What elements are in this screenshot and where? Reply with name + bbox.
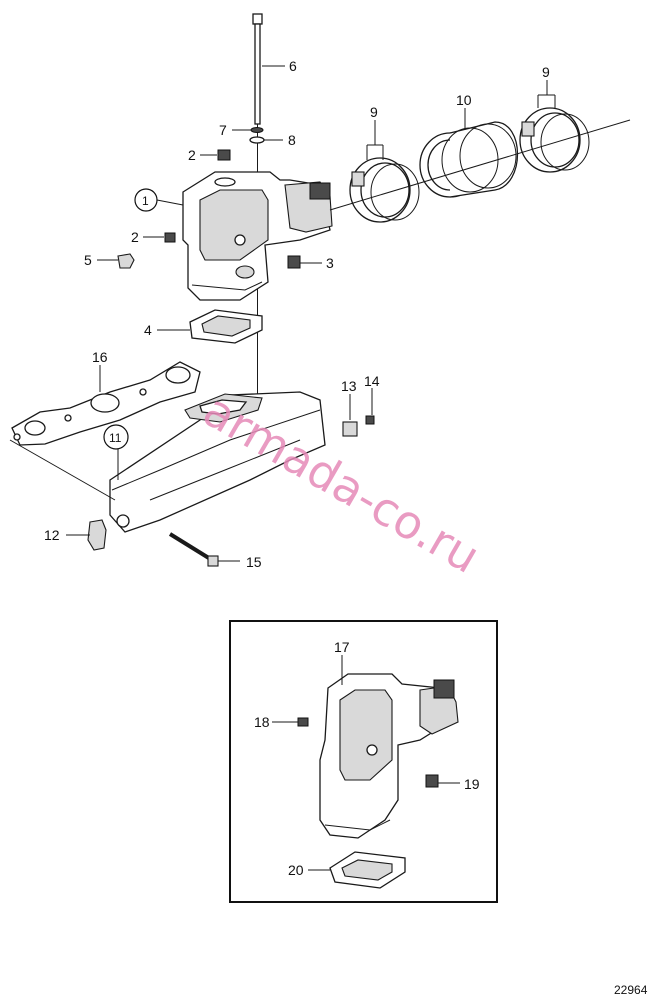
callout-9-left: 9 <box>370 104 378 120</box>
callout-12: 12 <box>44 527 60 543</box>
callout-18: 18 <box>254 714 270 730</box>
part-nipple-5 <box>117 253 135 269</box>
part-washer-8 <box>249 136 265 144</box>
part-clamp-9-left <box>349 157 420 223</box>
part-bolt-15 <box>168 532 219 567</box>
part-plug-18 <box>297 717 309 727</box>
callout-2-top: 2 <box>188 147 196 163</box>
callout-3: 3 <box>326 255 334 271</box>
part-elbow-12 <box>87 519 107 551</box>
part-plug-14 <box>365 415 375 425</box>
callout-17: 17 <box>334 639 350 655</box>
drawing-number: 22964 <box>614 983 648 997</box>
callout-10: 10 <box>456 92 472 108</box>
callout-8: 8 <box>288 132 296 148</box>
callout-9-right: 9 <box>542 64 550 80</box>
part-gasket-4 <box>189 309 263 344</box>
callout-16: 16 <box>92 349 108 365</box>
part-riser-1 <box>182 171 333 301</box>
inset-frame <box>229 620 498 903</box>
part-clamp-9-right <box>519 107 590 173</box>
part-plug-3 <box>287 255 301 269</box>
callout-circle-1 <box>134 188 158 212</box>
part-gasket-20 <box>329 851 406 889</box>
part-riser-17 <box>319 673 459 839</box>
callout-11: 11 <box>109 431 122 445</box>
part-manifold-11 <box>9 391 326 533</box>
part-plug-13 <box>342 421 358 437</box>
callout-14: 14 <box>364 373 380 389</box>
callout-20: 20 <box>288 862 304 878</box>
part-plug-2-top <box>217 149 231 161</box>
callout-13: 13 <box>341 378 357 394</box>
callout-6: 6 <box>289 58 297 74</box>
part-washer-7 <box>250 127 264 133</box>
callout-19: 19 <box>464 776 480 792</box>
callout-4: 4 <box>144 322 152 338</box>
leader-lines <box>66 65 556 871</box>
callout-5: 5 <box>84 252 92 268</box>
callout-1: 1 <box>142 194 149 208</box>
callout-15: 15 <box>246 554 262 570</box>
part-hose-10 <box>419 121 519 198</box>
axis-line <box>329 119 631 211</box>
part-plug-2-left <box>164 232 176 243</box>
part-gasket-16 <box>11 361 201 446</box>
callout-7: 7 <box>219 122 227 138</box>
part-plug-19 <box>425 774 439 788</box>
callout-circle-11 <box>103 424 129 450</box>
callout-2-left: 2 <box>131 229 139 245</box>
